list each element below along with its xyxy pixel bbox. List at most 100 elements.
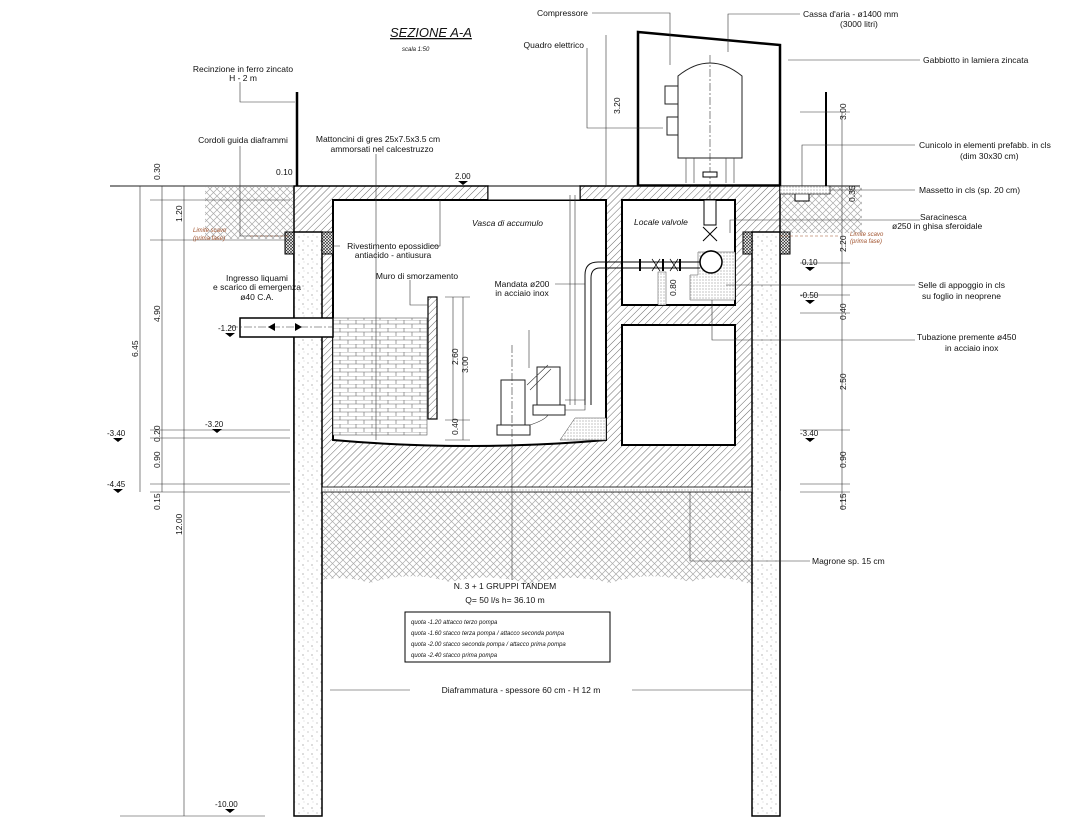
elevation-triangles	[113, 181, 815, 813]
svg-text:3.00: 3.00	[460, 356, 470, 373]
brick-lining	[332, 317, 428, 436]
label-cunicolo: Cunicolo in elementi prefabb. in cls	[919, 140, 1051, 150]
label-saracinesca-2: ø250 in ghisa sferoidale	[892, 221, 983, 231]
label-gabbiotto: Gabbiotto in lamiera zincata	[923, 55, 1029, 65]
ground-soil-right	[780, 187, 862, 233]
elevation-inlet: -1.20	[218, 324, 237, 333]
svg-text:2.60: 2.60	[450, 348, 460, 365]
svg-text:0.20: 0.20	[152, 425, 162, 442]
pump-base	[559, 417, 607, 441]
elevation-outer-left-2: -4.45	[107, 480, 126, 489]
muro-smorzamento	[427, 296, 438, 420]
label-selle: Selle di appoggio in cls	[918, 280, 1005, 290]
label-ingresso: Ingresso liquami	[226, 273, 288, 283]
pump-table-row: quota -2.40 stacco prima pompa	[411, 653, 498, 659]
flow-arrows-icon	[268, 323, 302, 331]
label-recinzione-h: H - 2 m	[229, 73, 257, 83]
label-rivestimento: Rivestimento epossidico	[347, 241, 439, 251]
svg-text:4.90: 4.90	[152, 305, 162, 322]
svg-text:3.20: 3.20	[612, 97, 622, 114]
label-cassa: Cassa d'aria - ø1400 mm	[803, 9, 898, 19]
lower-cavity	[621, 324, 736, 446]
label-limite-right-2: (prima fase)	[850, 239, 882, 245]
label-saracinesca: Saracinesca	[920, 212, 967, 222]
foundation-soil	[322, 492, 752, 585]
svg-text:0.90: 0.90	[838, 451, 848, 468]
compressore	[664, 85, 679, 105]
quadro-elettrico	[666, 116, 679, 136]
svg-text:2.50: 2.50	[838, 373, 848, 390]
mandata-pipe	[584, 261, 606, 405]
label-vasca: Vasca di accumulo	[472, 218, 543, 228]
svg-text:12.00: 12.00	[174, 513, 184, 535]
label-muro: Muro di smorzamento	[376, 271, 458, 281]
elevation-floor-left: -3.20	[205, 420, 224, 429]
dimension-lines	[120, 35, 850, 817]
label-tubazione: Tubazione premente ø450	[917, 332, 1017, 342]
drawing-title: SEZIONE A-A	[390, 25, 472, 40]
dimension-labels: 0.30 1.20 4.90 6.45 0.20 0.90 0.15 12.00…	[130, 97, 857, 535]
elevation-outer-left-1: -3.40	[107, 429, 126, 438]
label-mandata-2: in acciaio inox	[495, 288, 549, 298]
gabbiotto	[636, 30, 782, 186]
label-diaframmatura: Diaframmatura - spessore 60 cm - H 12 m	[442, 685, 601, 695]
label-cunicolo-2: (dim 30x30 cm)	[960, 151, 1019, 161]
label-mandata: Mandata ø200	[495, 279, 550, 289]
svg-text:0.15: 0.15	[838, 493, 848, 510]
svg-text:0.40: 0.40	[838, 303, 848, 320]
cordolo-right-outer	[779, 231, 791, 255]
label-mattoncini-2: ammorsati nel calcestruzzo	[331, 144, 434, 154]
elevation-top: 2.00	[455, 172, 471, 181]
label-mattoncini: Mattoncini di gres 25x7.5x3.5 cm	[316, 134, 440, 144]
elevation-right-2: -0.50	[800, 291, 819, 300]
svg-text:0.80: 0.80	[668, 279, 678, 296]
pump-table-row: quota -1.20 attacco terzo pompa	[411, 620, 498, 626]
label-quadro: Quadro elettrico	[524, 40, 585, 50]
svg-text:0.35: 0.35	[847, 185, 857, 202]
elevation-bottom: -10.00	[215, 800, 238, 809]
label-gruppi-2: Q= 50 l/s h= 36.10 m	[465, 595, 544, 605]
label-compressore: Compressore	[537, 8, 588, 18]
drawing-scale: scala 1:50	[402, 47, 430, 53]
pump-quota-table	[404, 611, 611, 663]
saracinesca-valve-icon	[702, 226, 718, 242]
elevation-right-3: -3.40	[800, 429, 819, 438]
svg-text:1.20: 1.20	[174, 205, 184, 222]
label-cassa-2: (3000 litri)	[840, 19, 878, 29]
diaphragm-wall-right	[751, 231, 781, 817]
label-limite-right: Limite scavo	[850, 232, 884, 238]
svg-text:3.00: 3.00	[838, 103, 848, 120]
inlet-pipe	[239, 317, 334, 338]
label-limite-left: Limite scavo	[193, 228, 227, 234]
svg-text:2.20: 2.20	[838, 235, 848, 252]
pump-group	[496, 330, 607, 441]
ground-soil-left	[205, 187, 294, 239]
label-recinzione: Recinzione in ferro zincato	[193, 64, 293, 74]
label-selle-2: su foglio in neoprene	[922, 291, 1001, 301]
label-massetto: Massetto in cls (sp. 20 cm)	[919, 185, 1020, 195]
cassa-aria-tank	[677, 62, 743, 159]
svg-text:0.40: 0.40	[450, 418, 460, 435]
label-ingresso-2: e scarico di emergenza	[213, 282, 301, 292]
pump-table-row: quota -2.00 stacco seconda pompa / attac…	[411, 642, 566, 648]
svg-text:0.10: 0.10	[276, 167, 293, 177]
label-locale: Locale valvole	[634, 217, 688, 227]
riser-pipe	[703, 199, 717, 226]
leader-lines	[239, 12, 920, 691]
cordolo-right-inner	[742, 231, 753, 255]
svg-text:0.30: 0.30	[152, 163, 162, 180]
label-rivestimento-2: antiacido - antiusura	[355, 250, 432, 260]
label-cordoli: Cordoli guida diaframmi	[198, 135, 288, 145]
massetto	[779, 185, 831, 195]
cordolo-left-inner	[321, 231, 334, 255]
top-opening	[487, 185, 581, 201]
pump-table-row: quota -1.60 stacco terza pompa / attacco…	[411, 631, 565, 637]
label-magrone: Magrone sp. 15 cm	[812, 556, 885, 566]
svg-text:6.45: 6.45	[130, 340, 140, 357]
svg-text:0.15: 0.15	[152, 493, 162, 510]
magrone-layer	[321, 486, 753, 493]
cordolo-left-outer	[284, 231, 295, 255]
elevation-right-1: 0.10	[802, 258, 818, 267]
